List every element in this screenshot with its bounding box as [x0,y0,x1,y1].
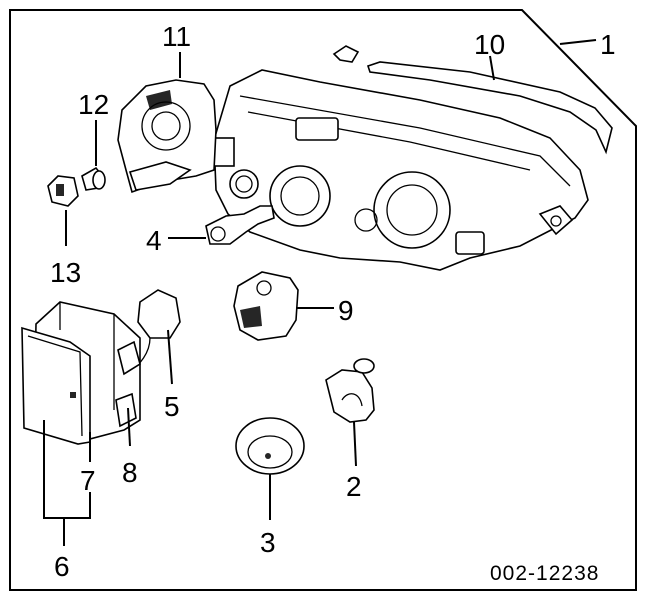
headlamp-bulb [205,205,275,245]
callout-1: 1 [600,29,616,60]
callout-3: 3 [260,527,276,558]
side-bulb [325,358,375,423]
callout-6: 6 [54,551,70,582]
leader-lines [43,39,597,546]
headlight-housing [213,45,613,271]
small-bulb [81,166,106,191]
igniter-module [233,271,299,341]
callout-10: 10 [474,29,505,60]
callout-5: 5 [164,391,180,422]
callout-12: 12 [78,89,109,120]
reference-code: 002-12238 [490,562,599,585]
diagram-frame [9,9,637,591]
callout-7: 7 [80,465,96,496]
callout-9: 9 [338,295,354,326]
ballast-assembly [21,301,141,445]
callout-2: 2 [346,471,362,502]
rear-cover [117,79,217,194]
callout-8: 8 [122,457,138,488]
bulb-cap [235,417,305,475]
connector-cap [127,289,181,373]
callout-11: 11 [162,21,191,52]
callout-labels: 1 10 11 12 13 4 9 5 7 8 2 3 6 [50,21,616,582]
callout-4: 4 [146,225,162,256]
bulb-socket [47,175,79,207]
callout-13: 13 [50,257,81,288]
